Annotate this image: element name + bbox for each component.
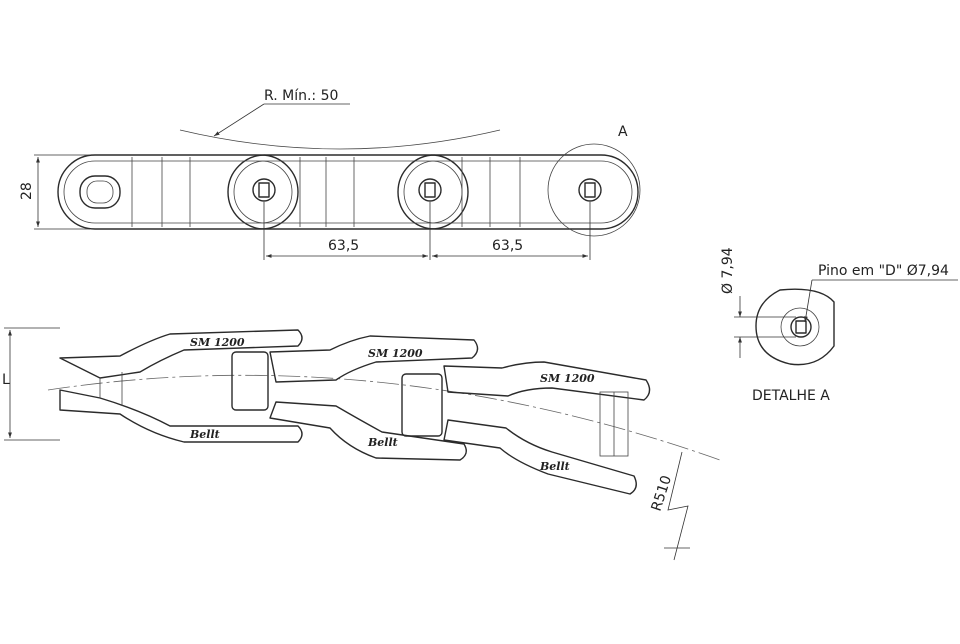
pin-3	[578, 178, 602, 202]
pin-diameter-label: Ø 7,94	[720, 247, 736, 294]
detail-ref-label: A	[618, 124, 628, 140]
radius-leader	[213, 103, 265, 137]
svg-text:Bellt: Bellt	[367, 436, 398, 449]
slot-hole	[79, 175, 121, 209]
svg-text:Bellt: Bellt	[539, 460, 570, 473]
detail-d-pin	[790, 316, 812, 338]
pitch-label-1: 63,5	[328, 238, 359, 254]
width-label: L	[2, 372, 10, 388]
detail-link-shape	[755, 288, 835, 366]
bend-radius-leader	[667, 451, 689, 561]
side-link-2: SM 1200 Bellt	[231, 335, 479, 461]
pin-callout-label: Pino em "D" Ø7,94	[818, 263, 949, 279]
chain-link-3	[397, 154, 639, 230]
height-label: 28	[19, 182, 35, 200]
bend-radius-label: R510	[649, 474, 675, 514]
chain-link-1	[57, 154, 299, 230]
pin-1	[252, 178, 276, 202]
detail-a-view: Ø 7,94 Pino em "D" Ø7,94 DETALHE A	[720, 247, 958, 404]
svg-text:SM 1200: SM 1200	[368, 347, 423, 360]
chain-centerline	[47, 374, 721, 461]
min-radius-arc	[179, 129, 501, 150]
radius-min-label: R. Mín.: 50	[264, 88, 338, 104]
chain-link-2	[227, 154, 469, 230]
detail-a-circle	[547, 143, 641, 237]
side-link-1: SM 1200 Bellt	[59, 329, 303, 443]
svg-text:SM 1200: SM 1200	[190, 336, 245, 349]
side-view: L SM 1200 Bellt SM 1200 Bellt SM	[2, 327, 721, 561]
svg-text:SM 1200: SM 1200	[540, 372, 595, 385]
svg-text:Bellt: Bellt	[189, 428, 220, 441]
detail-title: DETALHE A	[752, 388, 830, 404]
pitch-label-2: 63,5	[492, 238, 523, 254]
pin-2	[418, 178, 442, 202]
side-link-3: SM 1200 Bellt	[401, 361, 651, 495]
top-view: R. Mín.: 50	[19, 88, 641, 260]
